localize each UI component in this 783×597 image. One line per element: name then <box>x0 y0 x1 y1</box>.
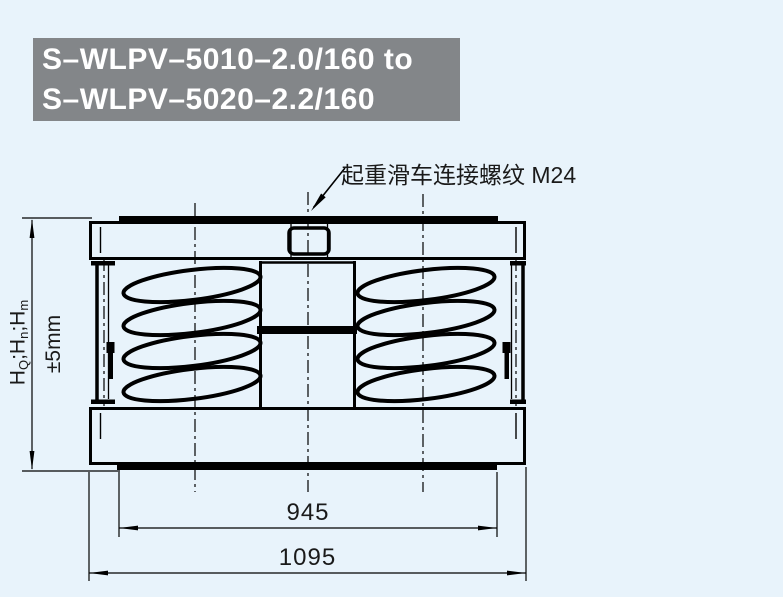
leader-arrowhead <box>311 193 326 211</box>
left-spring <box>121 265 263 404</box>
up-arrowhead <box>29 219 35 238</box>
guide-rods <box>91 261 526 404</box>
bottom-load-bar <box>117 463 497 470</box>
height-tolerance-label: ±5mm <box>42 314 65 374</box>
left-arrowhead <box>89 570 108 576</box>
base-plate <box>89 407 526 470</box>
left-arrowhead <box>119 525 138 531</box>
height-symbols-label: HQ;Hn;Hm <box>6 299 32 386</box>
dim-1095-value: 1095 <box>278 544 337 571</box>
dim-1095 <box>88 467 527 581</box>
product-title-line2: S–WLPV–5020–2.2/160 <box>42 83 376 116</box>
column-mid-bar <box>257 326 357 334</box>
down-arrowhead <box>29 451 35 470</box>
left-rod-clamp <box>106 342 115 379</box>
dim-height <box>22 217 120 472</box>
lifting-thread-hole <box>287 226 331 256</box>
product-title-box: S–WLPV–5010–2.0/160 to S–WLPV–5020–2.2/1… <box>33 38 460 121</box>
top-load-bar <box>119 216 498 222</box>
dim-945-value: 945 <box>286 499 330 526</box>
center-column <box>257 261 357 407</box>
thread-annotation: 起重滑车连接螺纹 M24 <box>341 162 577 188</box>
right-spring <box>355 265 497 404</box>
right-rod-clamp <box>502 342 511 379</box>
dim-945 <box>118 472 498 537</box>
top-plate <box>89 216 526 260</box>
product-title-line1: S–WLPV–5010–2.0/160 to <box>42 43 414 76</box>
right-arrowhead <box>507 570 526 576</box>
centerlines <box>103 192 517 492</box>
right-arrowhead <box>478 525 497 531</box>
leader-arrow <box>311 167 346 211</box>
